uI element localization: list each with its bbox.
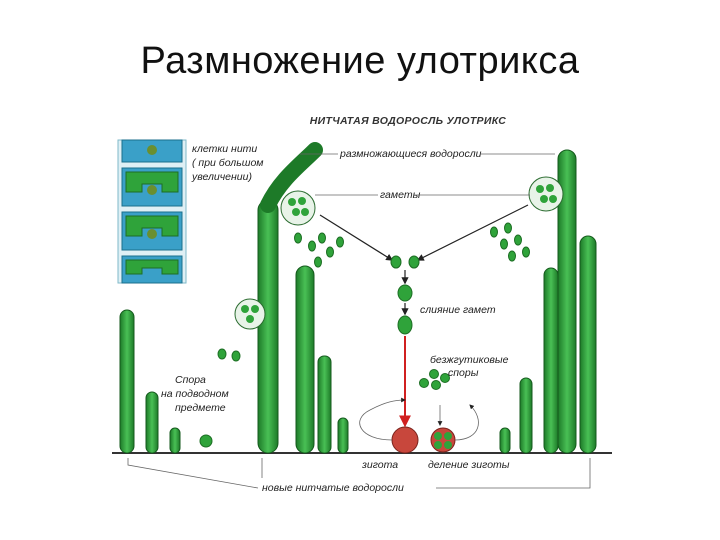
- label-spore-line1: Спора: [175, 374, 206, 386]
- arrow-gametes-left: [319, 214, 394, 261]
- zoosporangium-left: [234, 298, 266, 330]
- label-zygote-division: деление зиготы: [428, 459, 510, 471]
- label-reproducing: размножающиеся водоросли: [339, 148, 482, 160]
- label-cells-line1: клетки нити: [192, 143, 257, 155]
- label-cells-line3: увеличении): [191, 171, 252, 183]
- label-gametes: гаметы: [380, 189, 421, 201]
- gametes-right: [490, 222, 530, 262]
- label-fusion: слияние гамет: [420, 304, 496, 316]
- cells-inset: [117, 139, 187, 284]
- label-spore-line2: на подводном: [161, 388, 229, 400]
- gametes-left: [294, 232, 344, 268]
- zygote-cell: [391, 426, 419, 454]
- filaments-left: [119, 142, 349, 454]
- filaments-right: [499, 149, 597, 454]
- label-spore-line3: предмете: [175, 402, 226, 414]
- arrow-gametes-right: [416, 204, 529, 261]
- label-zygote: зигота: [361, 459, 398, 471]
- gametangium-left: [280, 190, 316, 226]
- diagram-heading: НИТЧАТАЯ ВОДОРОСЛЬ УЛОТРИКС: [310, 115, 507, 127]
- label-spores-line1: безжгутиковые: [430, 354, 509, 366]
- aplanospores: [419, 369, 450, 390]
- label-spores-line2: споры: [448, 367, 479, 379]
- label-cells-line2: ( при большом: [192, 157, 264, 169]
- fusing-gametes: [390, 255, 420, 335]
- spore-on-object: [199, 348, 241, 448]
- label-new-filaments: новые нитчатые водоросли: [262, 482, 404, 494]
- zygote-division: [430, 427, 456, 453]
- gametangium-right: [528, 176, 564, 212]
- slide-title: Размножение улотрикса: [140, 40, 580, 82]
